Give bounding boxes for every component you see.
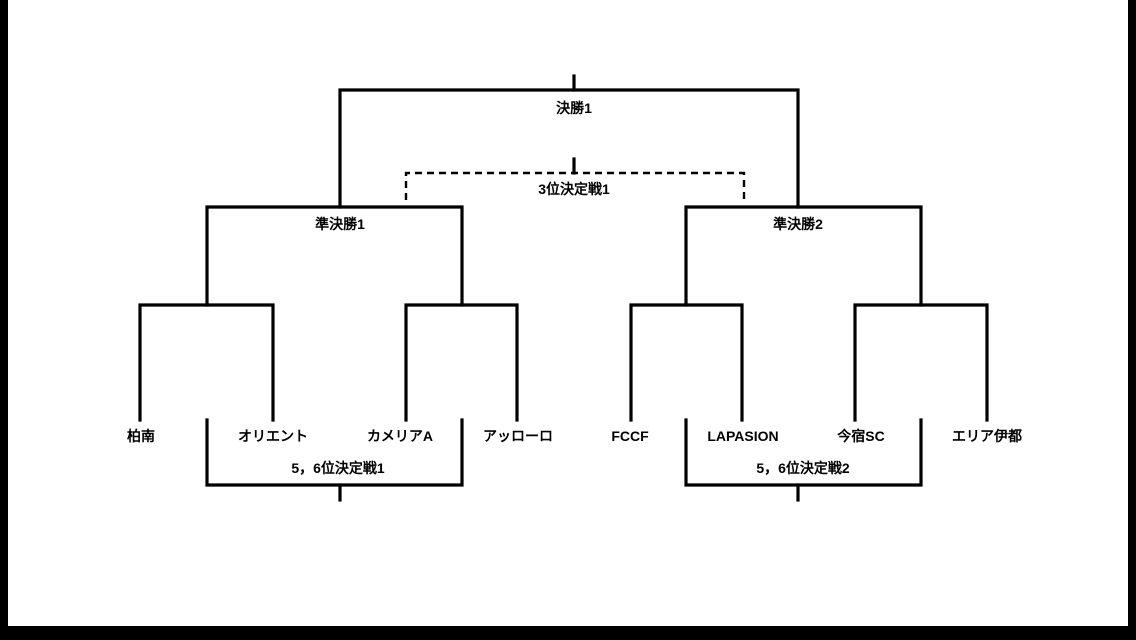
placement-1-label: 5，6位決定戦1 [291, 460, 385, 476]
final-label: 決勝1 [556, 100, 592, 116]
team-4: アッローロ [483, 428, 553, 444]
team-2: オリエント [238, 428, 308, 444]
team-5: FCCF [611, 428, 649, 444]
pair-line-2 [404, 303, 519, 422]
pair-line-4 [853, 303, 989, 422]
team-1: 柏南 [127, 428, 155, 444]
third-place-label: 3位決定戦1 [538, 181, 610, 197]
final-line [338, 88, 800, 209]
placement-2-label: 5，6位決定戦2 [756, 460, 850, 476]
pair-line-3 [629, 303, 744, 422]
placement-2-line [684, 418, 923, 487]
semifinal-2-label: 準決勝2 [773, 216, 823, 232]
placement-1-line [205, 418, 464, 487]
pair-line-1 [138, 303, 275, 422]
team-8: エリア伊都 [952, 428, 1022, 444]
team-6: LAPASION [707, 428, 779, 444]
semifinal-1-line [205, 205, 464, 307]
team-7: 今宿SC [837, 428, 885, 444]
bracket-canvas [8, 0, 1128, 626]
semifinal-2-line [684, 205, 923, 307]
team-3: カメリアA [366, 428, 434, 444]
semifinal-1-label: 準決勝1 [315, 216, 365, 232]
